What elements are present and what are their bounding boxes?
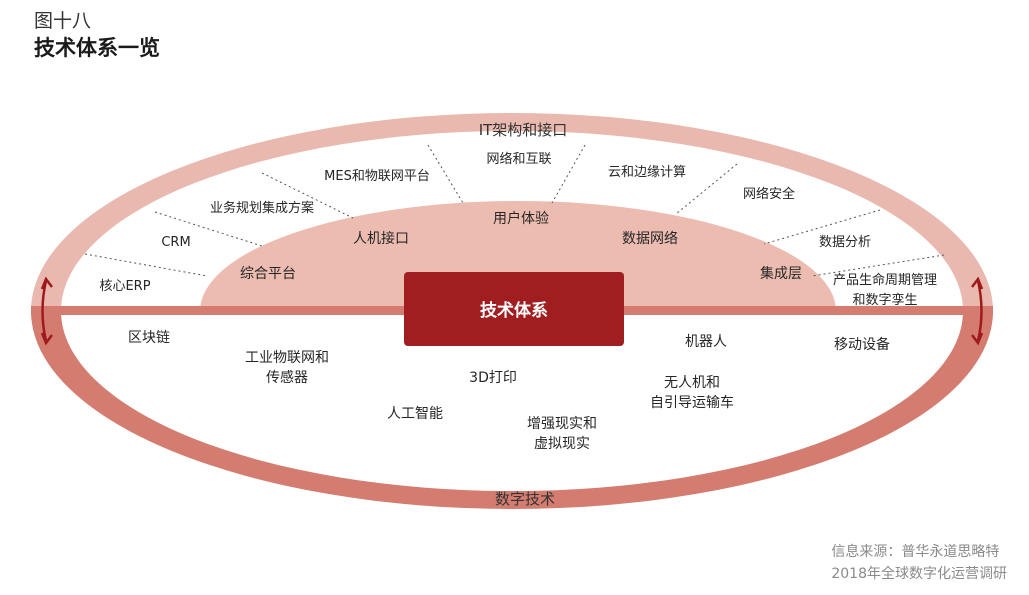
outer-ring-items: 核心ERP CRM 业务规划集成方案 MES和物联网平台 网络和互联云和边缘计算网络安全… xyxy=(99,151,937,308)
digital-tech-item-8: 移动设备 xyxy=(834,336,890,353)
bottom-ring-label: 数字技术 xyxy=(495,490,555,508)
inner-dome xyxy=(200,201,836,311)
digital-tech-item-3: 3D打印 xyxy=(469,369,517,386)
digital-tech-item-6: 机器人 xyxy=(685,334,727,350)
dome-item-2: 人机接口 xyxy=(353,230,409,247)
source-line-1: 信息来源：普华永道思略特 xyxy=(831,544,1000,560)
outer-ring-item-3: 业务规划集成方案 xyxy=(210,200,314,216)
center-box xyxy=(404,272,624,346)
center-label: 技术体系 xyxy=(480,300,548,321)
dome-item-1: 综合平台 xyxy=(240,266,296,282)
outer-ring-item-5: 网络和互联 xyxy=(486,151,551,167)
figure-title: 技术体系一览 xyxy=(34,35,160,60)
dome-item-3: 用户体验 xyxy=(493,210,549,227)
figure-label: 图十八 xyxy=(34,10,92,32)
digital-tech-item-7: 无人机和自引导运输车 xyxy=(650,375,734,411)
source-note: 信息来源：普华永道思略特 2018年全球数字化运营调研 xyxy=(831,541,1007,585)
digital-tech-item-2: 工业物联网和传感器 xyxy=(245,350,329,386)
dome-item-5: 集成层 xyxy=(760,265,802,282)
source-line-2: 2018年全球数字化运营调研 xyxy=(831,566,1007,582)
digital-tech-item-5: 增强现实和虚拟现实 xyxy=(527,416,597,452)
top-ring-label: IT架构和接口 xyxy=(479,121,568,139)
dotted-separators xyxy=(84,144,945,277)
right-double-arrow-icon xyxy=(971,276,984,346)
outer-ring-item-9: 产品生命周期管理和数字孪生 xyxy=(833,272,937,308)
digital-tech-item-1: 区块链 xyxy=(128,330,170,346)
outer-ring-item-8: 数据分析 xyxy=(819,235,871,250)
outer-ring-item-1: 核心ERP xyxy=(99,279,150,294)
left-double-arrow-icon xyxy=(40,276,53,346)
outer-ring-item-2: CRM xyxy=(161,235,190,250)
digital-tech-item-4: 人工智能 xyxy=(387,406,443,422)
outer-ring-item-6: 云和边缘计算 xyxy=(608,165,686,180)
outer-ring-item-4: MES和物联网平台 xyxy=(324,169,430,184)
dome-item-4: 数据网络 xyxy=(622,231,678,247)
outer-ring-item-7: 网络安全 xyxy=(743,186,795,202)
